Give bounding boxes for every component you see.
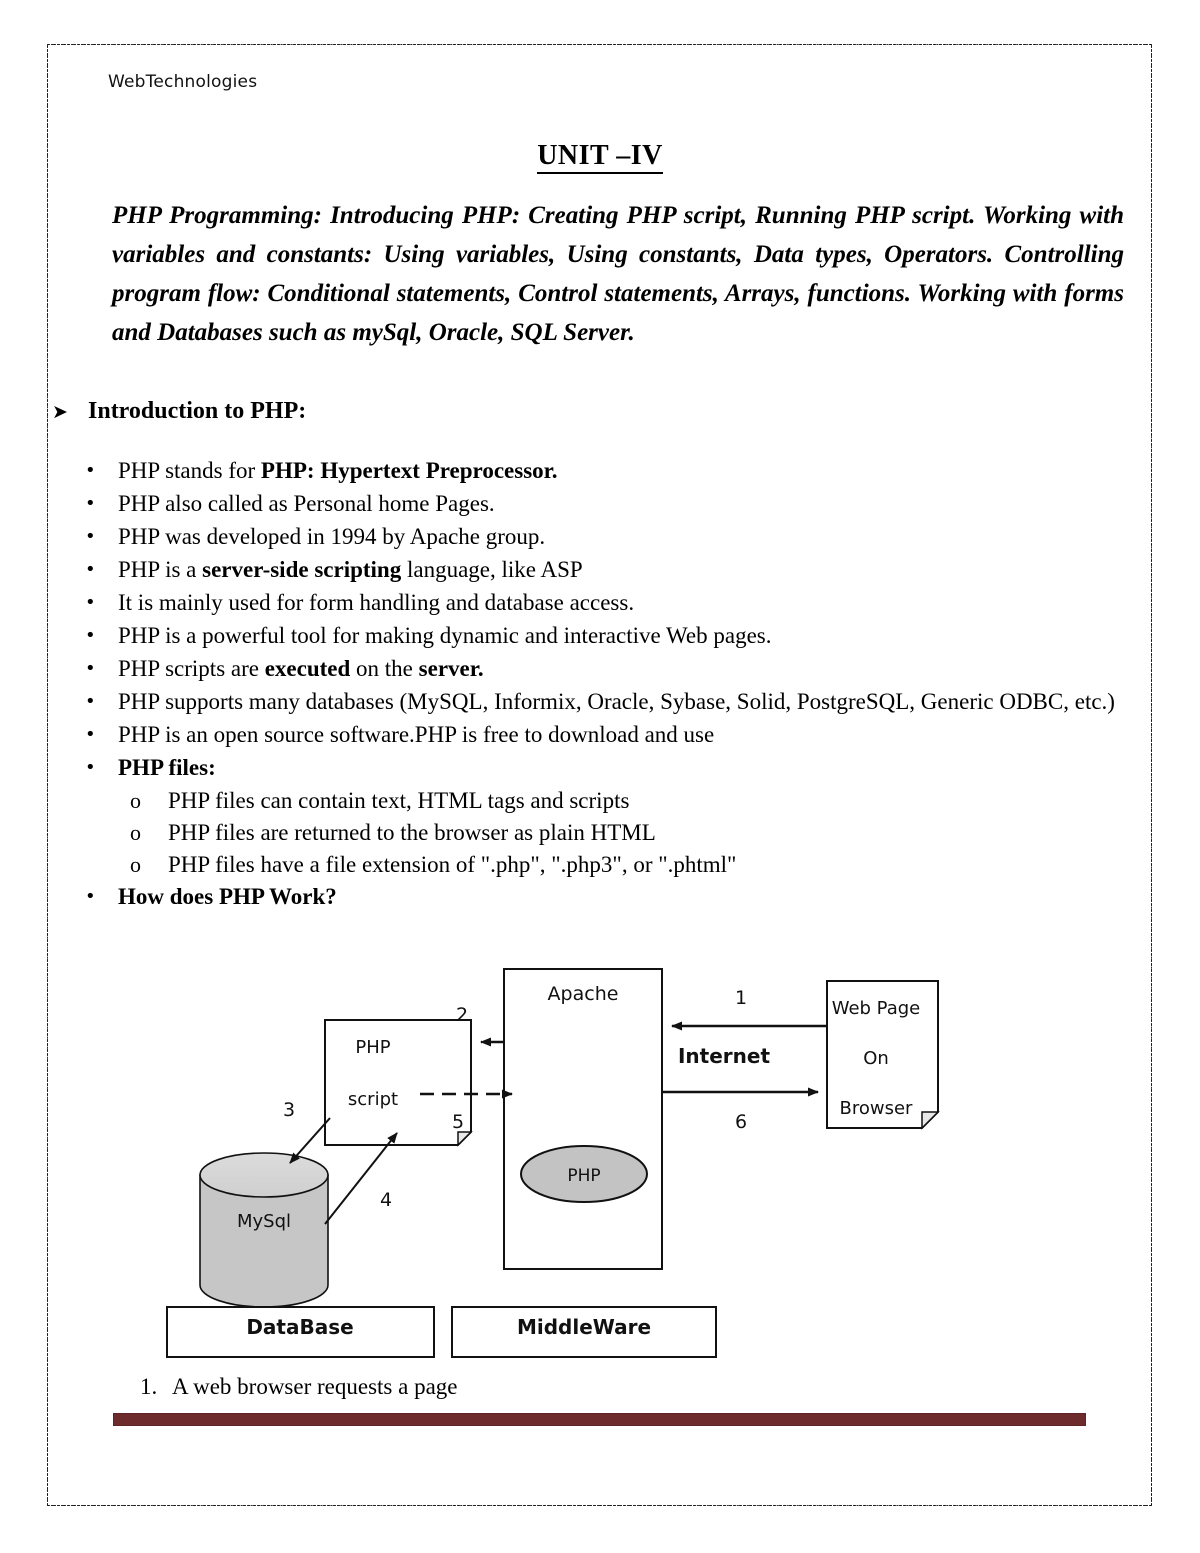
list-item-text: PHP supports many databases (MySQL, Info…	[118, 689, 1115, 714]
bullet-icon: •	[85, 460, 96, 481]
list-item: • PHP scripts are executed on the server…	[78, 653, 1118, 685]
sub-list-item: o PHP files are returned to the browser …	[126, 817, 1118, 849]
bullet-list: • PHP stands for PHP: Hypertext Preproce…	[78, 455, 1118, 914]
list-item-text: PHP also called as Personal home Pages.	[118, 491, 495, 516]
steps-list: 1. A web browser requests a page	[140, 1372, 458, 1402]
bullet-icon: •	[85, 691, 96, 712]
apache-label: Apache	[548, 983, 619, 1005]
php-script-box: PHP script	[324, 1019, 473, 1147]
bullet-icon: •	[85, 625, 96, 646]
document-header: WebTechnologies	[108, 72, 258, 92]
edge-2-label: 2	[456, 1004, 468, 1026]
list-item-text: PHP was developed in 1994 by Apache grou…	[118, 524, 546, 549]
middleware-label: MiddleWare	[517, 1315, 651, 1339]
list-item: • PHP is a server-side scripting languag…	[78, 554, 1118, 586]
bullet-icon: •	[85, 724, 96, 745]
edge-6-response: 6	[662, 1087, 819, 1133]
edge-3-query: 3	[283, 1099, 331, 1164]
list-item-text: PHP is a powerful tool for making dynami…	[118, 623, 772, 648]
edge-5-label: 5	[452, 1111, 464, 1133]
circle-bullet-icon: o	[130, 820, 141, 845]
list-item: • PHP is an open source software.PHP is …	[78, 719, 1118, 751]
circle-bullet-icon: o	[130, 788, 141, 813]
list-item-text: PHP stands for PHP: Hypertext Preprocess…	[118, 458, 558, 483]
list-item-text: How does PHP Work?	[118, 884, 337, 909]
bullet-icon: •	[85, 757, 96, 778]
sub-list-item-text: PHP files have a file extension of ".php…	[168, 852, 737, 877]
edge-6-label: 6	[735, 1111, 747, 1133]
bullet-icon: •	[85, 493, 96, 514]
sub-list-item-text: PHP files can contain text, HTML tags an…	[168, 788, 630, 813]
web-page-label-line3: Browser	[840, 1098, 914, 1119]
list-item: • How does PHP Work?	[78, 881, 1118, 913]
arrow-bullet-icon: ➤	[52, 401, 68, 423]
php-engine-ellipse: PHP	[520, 1145, 648, 1203]
web-page-label-line1: Web Page	[832, 998, 921, 1019]
edge-3-label: 3	[283, 1099, 295, 1121]
list-item: • PHP supports many databases (MySQL, In…	[78, 686, 1118, 718]
list-item-text: PHP is a server-side scripting language,…	[118, 557, 583, 582]
php-engine-label: PHP	[567, 1166, 600, 1186]
list-item-text: PHP scripts are executed on the server.	[118, 656, 484, 681]
bullet-icon: •	[85, 658, 96, 679]
list-item: • PHP was developed in 1994 by Apache gr…	[78, 521, 1118, 553]
bullet-icon: •	[85, 886, 96, 907]
apache-box: Apache	[503, 968, 663, 1270]
list-item: • PHP also called as Personal home Pages…	[78, 488, 1118, 520]
section-heading-introduction: ➤ Introduction to PHP:	[52, 398, 306, 425]
unit-title-text: UNIT –IV	[537, 140, 663, 174]
section-heading-label: Introduction to PHP:	[88, 398, 307, 424]
bullet-icon: •	[85, 592, 96, 613]
list-item-text: PHP files:	[118, 755, 216, 780]
database-caption-box: DataBase	[166, 1306, 435, 1358]
edge-5-return: 5	[420, 1089, 513, 1133]
step-number: 1.	[140, 1374, 158, 1399]
list-item: • It is mainly used for form handling an…	[78, 587, 1118, 619]
edge-2-dispatch: 2	[456, 1004, 504, 1047]
edge-4-label: 4	[380, 1189, 392, 1211]
php-script-label-line1: PHP	[355, 1037, 390, 1058]
internet-label: Internet	[678, 1044, 770, 1068]
edge-1-request: 1	[671, 987, 827, 1031]
sub-list-item-text: PHP files are returned to the browser as…	[168, 820, 656, 845]
sub-list-item: o PHP files can contain text, HTML tags …	[126, 785, 1118, 817]
bottom-divider	[113, 1413, 1086, 1426]
bullet-icon: •	[85, 526, 96, 547]
list-item: • PHP is a powerful tool for making dyna…	[78, 620, 1118, 652]
edge-1-label: 1	[735, 987, 747, 1009]
mysql-cylinder: MySql	[199, 1152, 329, 1308]
web-page-box: Web Page On Browser	[826, 980, 940, 1130]
list-item: • PHP stands for PHP: Hypertext Preproce…	[78, 455, 1118, 487]
mysql-label: MySql	[237, 1211, 291, 1232]
page-title: UNIT –IV	[0, 140, 1200, 174]
list-item: • PHP files:	[78, 752, 1118, 784]
syllabus-paragraph: PHP Programming: Introducing PHP: Creati…	[112, 202, 1124, 346]
sub-list-item: o PHP files have a file extension of ".p…	[126, 849, 1118, 881]
step-text: A web browser requests a page	[172, 1374, 458, 1399]
bullet-icon: •	[85, 559, 96, 580]
list-item-text: It is mainly used for form handling and …	[118, 590, 635, 615]
circle-bullet-icon: o	[130, 852, 141, 877]
php-script-label-line2: script	[348, 1089, 398, 1110]
edge-4-result: 4	[324, 1132, 398, 1225]
database-label: DataBase	[246, 1315, 353, 1339]
list-item-text: PHP is an open source software.PHP is fr…	[118, 722, 715, 747]
web-page-label-line2: On	[863, 1048, 889, 1069]
middleware-caption-box: MiddleWare	[451, 1306, 717, 1358]
